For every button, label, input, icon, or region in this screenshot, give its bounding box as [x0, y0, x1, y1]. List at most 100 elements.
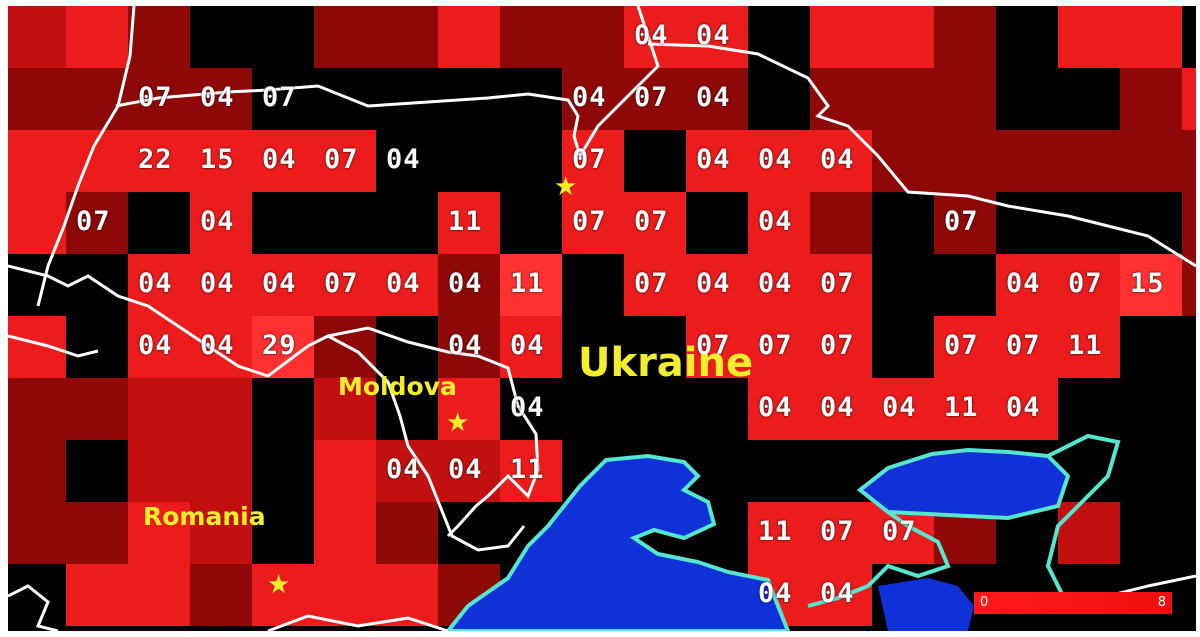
heatmap-cell — [872, 68, 934, 130]
heatmap-cell — [252, 316, 314, 378]
cell-value-label: 04 — [510, 330, 545, 361]
heatmap-cell — [500, 6, 562, 68]
heatmap-cell — [810, 192, 872, 254]
heatmap-cell — [934, 316, 996, 378]
cell-value-label: 04 — [696, 144, 731, 175]
heatmap-cell — [8, 6, 66, 68]
cell-value-label: 04 — [138, 268, 173, 299]
cell-value-label: 04 — [138, 330, 173, 361]
russia-border — [647, 42, 1196, 268]
legend-min-label: 0 — [980, 595, 989, 610]
city-marker-star: ★ — [554, 172, 578, 202]
cell-value-label: 07 — [696, 330, 731, 361]
heatmap-cell — [1120, 68, 1182, 130]
cell-value-label: 04 — [510, 392, 545, 423]
heatmap-cell — [872, 378, 934, 440]
cell-value-label: 04 — [634, 20, 669, 51]
cell-value-label: 07 — [572, 206, 607, 237]
heatmap-cell — [8, 378, 66, 440]
heatmap-cell — [190, 254, 252, 316]
cell-value-label: 07 — [820, 330, 855, 361]
heatmap-cell — [128, 6, 190, 68]
cell-value-label: 07 — [820, 268, 855, 299]
heatmap-cell — [190, 564, 252, 626]
cell-value-label: 04 — [758, 268, 793, 299]
heatmap-cell — [438, 378, 500, 440]
cell-value-label: 11 — [510, 268, 545, 299]
cell-value-label: 04 — [696, 82, 731, 113]
heatmap-cell — [190, 440, 252, 502]
heatmap-cell — [562, 68, 624, 130]
cell-value-label: 04 — [758, 206, 793, 237]
map-view[interactable]: 04 04 07 04 07 04 07 04 22 15 04 07 04 07 04 04 04 07 04 11… — [8, 6, 1196, 631]
west-border — [8, 334, 99, 358]
heatmap-cell — [500, 316, 562, 378]
cell-value-label: 04 — [758, 144, 793, 175]
cell-value-label: 07 — [882, 516, 917, 547]
heatmap-cell — [66, 564, 128, 626]
heatmap-cell — [252, 564, 314, 626]
cell-value-label: 04 — [448, 268, 483, 299]
heatmap-cell — [314, 502, 376, 564]
cell-value-label: 04 — [696, 20, 731, 51]
cell-value-label: 04 — [882, 392, 917, 423]
heatmap-cell — [376, 502, 438, 564]
heatmap-cell — [500, 254, 562, 316]
heatmap-cell — [66, 378, 128, 440]
heatmap-cell — [8, 316, 66, 378]
cell-value-label: 04 — [448, 454, 483, 485]
heatmap-cell — [438, 192, 500, 254]
cell-value-label: 15 — [200, 144, 235, 175]
heatmap-cell — [190, 378, 252, 440]
heatmap-cell — [314, 316, 376, 378]
heatmap-cell — [252, 254, 314, 316]
heatmap-cell — [438, 254, 500, 316]
heatmap-cell — [996, 378, 1058, 440]
heatmap-cell — [810, 6, 872, 68]
heatmap-cell — [810, 316, 872, 378]
cell-value-label: 07 — [634, 206, 669, 237]
cell-value-label: 04 — [200, 82, 235, 113]
cell-value-label: 04 — [386, 268, 421, 299]
heatmap-cell — [748, 192, 810, 254]
cell-value-label: 04 — [696, 268, 731, 299]
heatmap-cell — [748, 378, 810, 440]
legend-max-label: 8 — [1157, 595, 1166, 610]
heatmap-cell — [8, 130, 66, 192]
heatmap-cell — [1058, 316, 1120, 378]
cell-value-label: 04 — [200, 268, 235, 299]
cell-value-label: 07 — [944, 330, 979, 361]
country-label-ukraine: Ukraine — [578, 340, 754, 386]
heatmap-cell — [810, 254, 872, 316]
heatmap-cell — [128, 564, 190, 626]
heatmap-cell — [314, 378, 376, 440]
heatmap-cell — [810, 378, 872, 440]
cell-value-label: 04 — [758, 578, 793, 609]
cell-value-label: 04 — [758, 392, 793, 423]
heatmap-cell — [66, 68, 128, 130]
heatmap-cell — [562, 6, 624, 68]
country-label-romania: Romania — [143, 502, 266, 531]
sea-of-azov — [856, 447, 1071, 521]
cell-value-label: 11 — [1068, 330, 1103, 361]
sea-east — [878, 578, 974, 631]
heatmap-cell — [748, 502, 810, 564]
heatmap-cell — [314, 6, 376, 68]
cell-value-label: 07 — [1068, 268, 1103, 299]
heatmap-cell — [128, 378, 190, 440]
cell-value-label: 07 — [634, 82, 669, 113]
southwest-border — [8, 584, 59, 631]
cell-value-label: 04 — [1006, 268, 1041, 299]
cell-value-label: 07 — [758, 330, 793, 361]
cell-value-label: 22 — [138, 144, 173, 175]
heatmap-cell — [748, 130, 810, 192]
cell-value-label: 07 — [634, 268, 669, 299]
black-sea — [445, 453, 791, 631]
heatmap-cell — [128, 502, 190, 564]
heatmap-cell — [438, 6, 500, 68]
heatmap-cell — [314, 254, 376, 316]
heatmap-cell — [1120, 130, 1182, 192]
moldova-border — [327, 326, 540, 538]
heatmap-cell — [748, 316, 810, 378]
cell-value-label: 04 — [572, 82, 607, 113]
